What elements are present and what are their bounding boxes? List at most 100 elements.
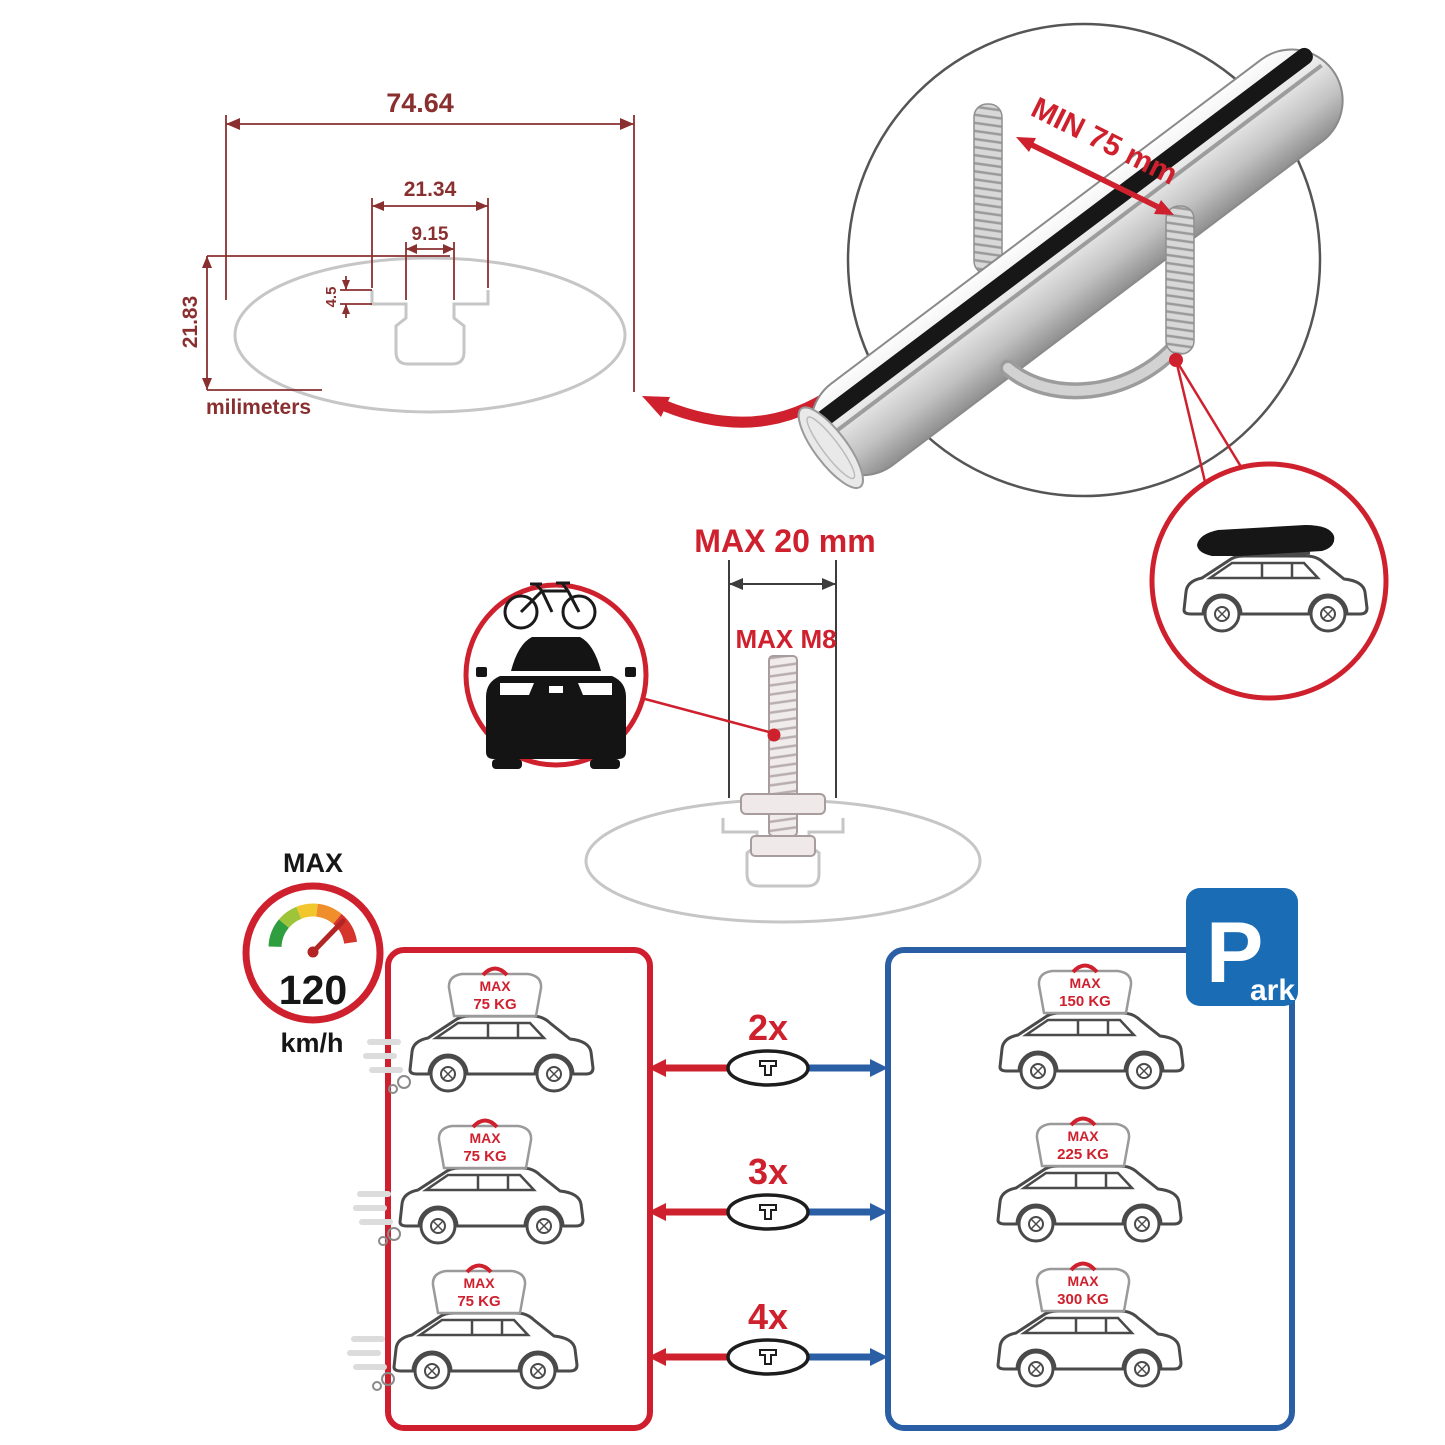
arrowhead-right: [870, 1059, 888, 1077]
clamp-strap-highlight: [1003, 341, 1181, 396]
bag-max-label: MAX: [479, 978, 511, 994]
driving-load-red-box: [385, 947, 653, 1431]
profile-channel: [370, 290, 490, 366]
park-sign: P ark: [1186, 888, 1298, 1007]
park-suffix: ark: [1250, 974, 1295, 1007]
driving-car-row-1: MAX 75 KG: [363, 966, 595, 1094]
crossbar-count-row-1: 2x: [648, 1007, 888, 1087]
roofbox-car-badge: [1149, 461, 1389, 701]
dim-arrow: [406, 244, 417, 254]
callout-dot: [767, 728, 781, 742]
motion-lines: [347, 1336, 387, 1370]
bag-max-label: MAX: [463, 1275, 495, 1291]
suv-icon: [398, 1163, 585, 1245]
units-label: milimeters: [206, 396, 311, 419]
dim-arrow: [372, 201, 384, 211]
driving-car-row-3: MAX 75 KG: [347, 1263, 579, 1391]
arrowhead-right: [870, 1348, 888, 1366]
crossbar-render: MIN 75 mm: [797, 22, 1389, 701]
dim-total-width-label: 74.64: [386, 88, 454, 118]
motion-lines: [353, 1191, 393, 1225]
count-label: 4x: [748, 1296, 788, 1337]
clamp-rod-rear: [973, 103, 1003, 275]
dim-arrow: [342, 304, 350, 314]
t-slot-glyph: [759, 1060, 777, 1076]
t-slot-glyph: [759, 1349, 777, 1365]
dim-arrow: [620, 118, 634, 130]
suv-icon: [392, 1308, 579, 1390]
park-letter: P: [1206, 905, 1263, 1001]
t-slot-glyph: [759, 1204, 777, 1220]
arrowhead-right: [870, 1203, 888, 1221]
bag-weight-label: 225 KG: [1057, 1146, 1109, 1163]
crossbar-count-row-2: 3x: [648, 1151, 888, 1231]
parked-car-row-1: MAX 150 KG: [998, 963, 1185, 1090]
bolt-dimension-lines: [728, 560, 837, 798]
exhaust-doodle: [397, 1075, 411, 1089]
bag-max-label: MAX: [1067, 1273, 1099, 1289]
dim-arrow: [443, 244, 454, 254]
driving-car-row-2: MAX 75 KG: [353, 1118, 585, 1246]
dim-arrow: [226, 118, 240, 130]
exhaust-doodle: [381, 1372, 395, 1386]
dim-slot-width-label: 21.34: [404, 178, 457, 201]
bag-max-label: MAX: [1069, 975, 1101, 991]
suv-icon: [408, 1011, 595, 1093]
dim-total-height: [206, 255, 450, 391]
crossbar-count-row-3: 4x: [648, 1296, 888, 1376]
dim-total-width: [225, 115, 635, 392]
car-front-icon: [476, 637, 636, 769]
dim-arrow: [476, 201, 488, 211]
bag-weight-label: 300 KG: [1057, 1291, 1109, 1308]
arrowhead-left: [648, 1348, 666, 1366]
gauge-needle: [310, 918, 346, 955]
arrowhead-left: [648, 1203, 666, 1221]
max-width-label: MAX 20 mm: [694, 523, 875, 559]
bag-max-label: MAX: [1067, 1128, 1099, 1144]
dim-inner-width-label: 9.15: [412, 224, 449, 245]
roof-box-icon: [1197, 525, 1335, 556]
park-sign-plate: [1186, 888, 1298, 1006]
bolt-diagram: MAX 20 mm MAX M8: [463, 523, 982, 924]
gauge-pivot: [307, 946, 319, 958]
bag-weight-label: 75 KG: [473, 996, 516, 1013]
speed-max-label: MAX: [283, 848, 343, 878]
max-thread-label: MAX M8: [735, 624, 836, 654]
count-label: 3x: [748, 1151, 788, 1192]
count-label: 2x: [748, 1007, 788, 1048]
clamp-rod-front: [1165, 205, 1195, 355]
bike-car-badge: [463, 581, 649, 769]
suv-icon: [996, 1306, 1183, 1388]
parked-load-blue-box: [885, 947, 1295, 1431]
suv-icon: [998, 1008, 1185, 1090]
dim-arrow: [202, 256, 212, 268]
suv-icon: [996, 1161, 1183, 1243]
bag-weight-label: 75 KG: [457, 1293, 500, 1310]
dim-arrow: [342, 280, 350, 290]
callout-line: [1174, 359, 1245, 471]
gauge-arc: [268, 903, 358, 948]
parked-car-row-3: MAX 300 KG: [996, 1261, 1183, 1388]
exhaust-doodle: [372, 1381, 382, 1391]
profile-ellipse: [233, 256, 627, 414]
bag-weight-label: 75 KG: [463, 1148, 506, 1165]
dim-arrow: [729, 578, 743, 590]
arrowhead-left: [648, 1059, 666, 1077]
dim-total-height-label: 21.83: [179, 296, 202, 349]
speed-limit-gauge: MAX 120 km/h: [242, 848, 384, 1058]
bag-weight-label: 150 KG: [1059, 993, 1111, 1010]
parked-car-row-2: MAX 225 KG: [996, 1116, 1183, 1243]
callout-line: [644, 697, 770, 734]
exhaust-doodle: [388, 1084, 398, 1094]
dim-lip-height-label: 4.5: [323, 287, 340, 308]
dim-arrow: [202, 378, 212, 390]
profile-channel-small: [721, 818, 845, 888]
exhaust-doodle: [378, 1236, 388, 1246]
bicycle-icon: [503, 581, 597, 630]
dim-slot-width: [371, 198, 489, 288]
dim-arrow: [822, 578, 836, 590]
callout-line: [1174, 359, 1208, 487]
speed-value: 120: [279, 967, 347, 1013]
